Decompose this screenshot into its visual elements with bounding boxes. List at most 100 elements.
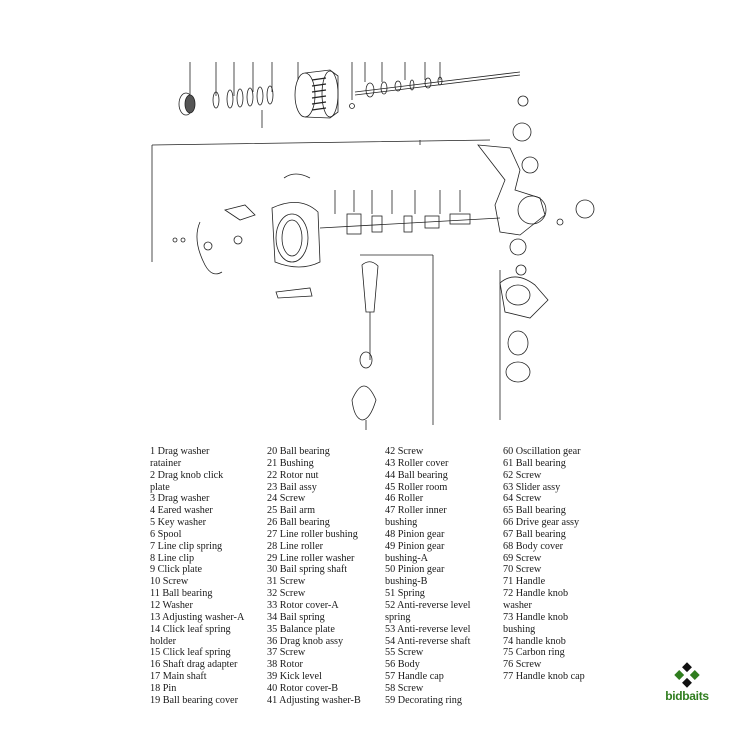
parts-list-item: 17 Main shaft — [150, 671, 207, 683]
parts-list-item: 74 handle knob — [503, 635, 566, 647]
parts-list-item: 58 Screw — [385, 682, 424, 694]
parts-list-item: 63 Slider assy — [503, 481, 561, 493]
parts-list-item: 56 Body — [385, 659, 420, 671]
parts-list-item: 67 Ball bearing — [503, 528, 566, 540]
parts-list-item: bushing-A — [385, 552, 429, 564]
handle-part — [351, 254, 434, 430]
main-shaft-part — [349, 71, 521, 109]
parts-list-item: 8 Line clip — [150, 552, 195, 564]
parts-list-item: 49 Pinion gear — [385, 540, 445, 552]
parts-list-item: 3 Drag washer — [150, 493, 210, 505]
pinion-gear-row — [319, 190, 501, 235]
parts-list-item: 59 Decorating ring — [385, 694, 462, 706]
parts-list-item: 9 Click plate — [150, 564, 203, 576]
parts-list-item: 11 Ball bearing — [150, 588, 213, 600]
exploded-view-diagram — [151, 62, 595, 430]
parts-list-column-3: 42 Screw 43 Roller cover 44 Ball bearing… — [385, 446, 470, 707]
parts-list-item: 40 Rotor cover-B — [267, 682, 339, 694]
parts-list-item: 12 Washer — [150, 599, 193, 611]
parts-list-item: 65 Ball bearing — [503, 505, 566, 517]
parts-list-item: 34 Bail spring — [267, 611, 325, 623]
parts-list-item: 6 Spool — [150, 528, 182, 540]
parts-list-item: 68 Body cover — [503, 540, 563, 552]
parts-list-item: 48 Pinion gear — [385, 528, 445, 540]
parts-list-item: 1 Drag washer — [150, 446, 210, 457]
leader-lines-top — [189, 62, 441, 128]
parts-list-item: 44 Ball bearing — [385, 469, 448, 481]
parts-list-item: 75 Carbon ring — [503, 647, 565, 659]
parts-list-item: 46 Roller — [385, 493, 424, 505]
parts-list-item: bushing-B — [385, 576, 428, 588]
parts-list-item: 21 Bushing — [267, 457, 314, 469]
parts-list-item: 25 Bail arm — [267, 505, 316, 517]
parts-list-item: 69 Screw — [503, 552, 542, 564]
parts-list-column-2: 20 Ball bearing 21 Bushing 22 Rotor nut … — [267, 446, 361, 707]
parts-list-item: bushing — [503, 623, 536, 635]
body-cover-part — [499, 270, 549, 420]
parts-list-item: 45 Roller room — [385, 481, 448, 493]
parts-list-item: 50 Pinion gear — [385, 564, 445, 576]
parts-list-item: 31 Screw — [267, 576, 306, 588]
parts-list-item: 15 Click leaf spring — [150, 647, 231, 659]
parts-list-item: washer — [503, 599, 532, 611]
parts-list-item: 76 Screw — [503, 659, 542, 671]
bail-arm-part — [172, 173, 313, 299]
parts-list-item: spring — [385, 611, 411, 623]
parts-list-item: 22 Rotor nut — [267, 469, 319, 481]
parts-list-item: 24 Screw — [267, 493, 306, 505]
parts-list-item: 43 Roller cover — [385, 457, 449, 469]
parts-list-item: 39 Kick level — [267, 671, 322, 683]
parts-list-item: 71 Handle — [503, 576, 546, 588]
drag-washers-part — [212, 85, 274, 109]
rotor-part — [271, 202, 321, 268]
parts-list-item: 62 Screw — [503, 469, 542, 481]
parts-list-item: 18 Pin — [150, 682, 177, 694]
parts-list-item: 36 Drag knob assy — [267, 635, 344, 647]
assembly-bracket — [151, 139, 491, 262]
parts-list-item: 72 Handle knob — [503, 588, 569, 600]
parts-list-item: 41 Adjusting washer-B — [267, 694, 361, 706]
drag-knob-part — [178, 92, 196, 116]
parts-list-item: 77 Handle knob cap — [503, 671, 585, 683]
parts-list-item: 53 Anti-reverse level — [385, 623, 471, 635]
bidbaits-logo-icon — [674, 662, 700, 688]
parts-list-item: 32 Screw — [267, 588, 306, 600]
parts-list-item: plate — [150, 481, 170, 493]
parts-list-item: bushing — [385, 517, 418, 529]
parts-list-item: 60 Oscillation gear — [503, 446, 581, 457]
parts-list-item: 37 Screw — [267, 647, 306, 659]
parts-list-item: 4 Eared washer — [150, 505, 213, 517]
parts-list-item: holder — [150, 635, 177, 647]
parts-list-item: 42 Screw — [385, 446, 424, 457]
parts-list-item: 33 Rotor cover-A — [267, 599, 339, 611]
parts-list-item: 29 Line roller washer — [267, 552, 355, 564]
reel-body-part — [477, 95, 595, 276]
parts-list-item: 35 Balance plate — [267, 623, 335, 635]
spool-part — [294, 69, 339, 119]
parts-list-column-4: 60 Oscillation gear 61 Ball bearing 62 S… — [503, 446, 585, 683]
parts-list-item: 64 Screw — [503, 493, 542, 505]
parts-list-item: 38 Rotor — [267, 659, 303, 671]
parts-list-item: 52 Anti-reverse level — [385, 599, 471, 611]
parts-list-item: 61 Ball bearing — [503, 457, 566, 469]
parts-list-item: 70 Screw — [503, 564, 542, 576]
parts-list-item: 2 Drag knob click — [150, 469, 224, 481]
parts-list-item: 19 Ball bearing cover — [150, 694, 238, 706]
parts-list-item: 27 Line roller bushing — [267, 528, 358, 540]
parts-list-item: 54 Anti-reverse shaft — [385, 635, 471, 647]
bidbaits-logo-text: bidbaits — [665, 689, 709, 703]
parts-list-item: 14 Click leaf spring — [150, 623, 231, 635]
parts-list-item: 5 Key washer — [150, 517, 207, 529]
parts-list-item: 28 Line roller — [267, 540, 324, 552]
parts-list-item: 23 Bail assy — [267, 481, 317, 493]
parts-list-item: 51 Spring — [385, 588, 425, 600]
parts-list-column-1: 1 Drag washer ratainer 2 Drag knob click… — [150, 446, 244, 707]
parts-list-item: 20 Ball bearing — [267, 446, 330, 457]
parts-list-item: 7 Line clip spring — [150, 540, 223, 552]
parts-list-item: 73 Handle knob — [503, 611, 569, 623]
parts-list-item: 30 Bail spring shaft — [267, 564, 348, 576]
parts-list-item: 55 Screw — [385, 647, 424, 659]
parts-list-item: 10 Screw — [150, 576, 189, 588]
parts-list-item: 47 Roller inner — [385, 505, 447, 517]
parts-list-item: 66 Drive gear assy — [503, 517, 580, 529]
